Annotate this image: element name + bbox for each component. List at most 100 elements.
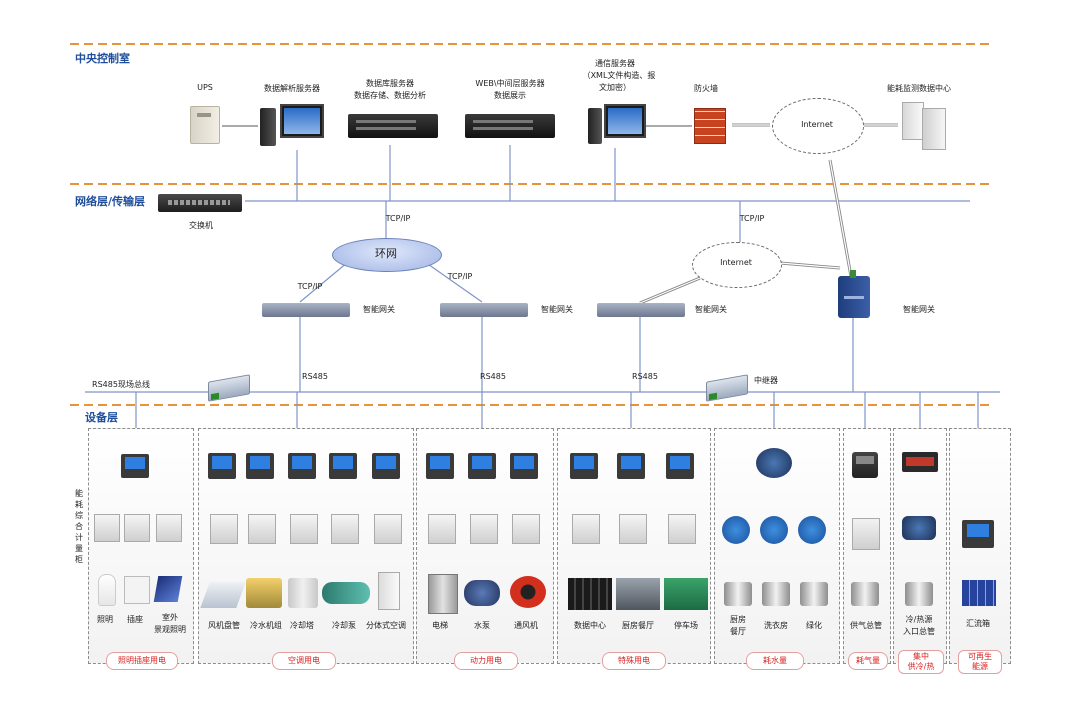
layer-title-central: 中央控制室: [75, 52, 130, 65]
kitchen-icon: [616, 578, 660, 610]
gateway-icon: [262, 303, 350, 317]
socket-icon: [124, 576, 150, 604]
category-badge-special: 特殊用电: [602, 652, 666, 670]
category-badge-renew: 可再生能源: [958, 650, 1002, 674]
device-label: 冷/热源: [905, 615, 933, 624]
gas-submeter-icon: [852, 518, 880, 550]
submeter-icon: [668, 514, 696, 544]
db-server-sublabel: 数据存储、数据分析: [354, 91, 426, 100]
device-label: 供气总管: [850, 621, 882, 630]
category-badge-power: 动力用电: [454, 652, 518, 670]
db-server-label: 数据库服务器: [366, 79, 414, 88]
submeter-icon: [94, 514, 120, 542]
meter-icon: [666, 453, 694, 479]
chiller-icon: [246, 578, 282, 608]
device-label: 通风机: [514, 621, 538, 630]
submeter-icon: [572, 514, 600, 544]
water-pump-icon: [464, 580, 500, 606]
rs485-label: RS485: [480, 372, 506, 381]
category-badge-water: 耗水量: [746, 652, 804, 670]
tcpip-label: TCP/IP: [739, 214, 765, 223]
device-label: 数据中心: [574, 621, 606, 630]
internet-mid-label: Internet: [720, 258, 752, 267]
pipe-icon: [762, 582, 790, 606]
firewall-icon: [694, 108, 726, 144]
device-label: 室外: [162, 613, 178, 622]
category-badge-gas: 耗气量: [848, 652, 888, 670]
device-label: 照明: [97, 615, 113, 624]
ring-network-label: 环网: [375, 247, 397, 260]
layer-title-device: 设备层: [85, 411, 118, 424]
comm-server-label: 通信服务器: [595, 59, 635, 68]
submeter-icon: [124, 514, 150, 542]
meter-icon: [288, 453, 316, 479]
ventilator-icon: [510, 576, 546, 608]
ups-icon: [190, 106, 220, 144]
ring-network-icon: [332, 238, 442, 272]
parse-server-label: 数据解析服务器: [264, 84, 320, 93]
landscape-light-icon: [153, 576, 183, 602]
submeter-icon: [619, 514, 647, 544]
switch-icon: [158, 194, 242, 212]
tcpip-label: TCP/IP: [447, 272, 473, 281]
gateway-label: 智能网关: [903, 305, 935, 314]
pipe-icon: [724, 582, 752, 606]
flow-meter-icon: [902, 516, 936, 540]
web-server-label: WEB\中间层服务器: [475, 79, 545, 88]
comm-server-sublabel-2: 文加密）: [599, 83, 631, 92]
water-meter-icon: [760, 516, 788, 544]
pc-tower-icon: [588, 108, 602, 144]
meter-icon: [208, 453, 236, 479]
submeter-icon: [290, 514, 318, 544]
repeater-label: 中继器: [754, 376, 778, 385]
category-badge-lighting: 照明插座用电: [106, 652, 178, 670]
device-label: 冷却泵: [332, 621, 356, 630]
firewall-label: 防火墙: [694, 84, 718, 93]
monitor-icon: [280, 104, 324, 138]
rs485-bus-label: RS485现场总线: [92, 380, 150, 389]
submeter-icon: [210, 514, 238, 544]
tcpip-label: TCP/IP: [297, 282, 323, 291]
device-label: 水泵: [474, 621, 490, 630]
cooling-tower-icon: [288, 578, 318, 608]
internet-cloud-mid: [692, 242, 782, 288]
category-badge-heat: 集中供冷/热: [898, 650, 944, 674]
rs485-label: RS485: [632, 372, 658, 381]
solar-panel-icon: [962, 580, 996, 606]
device-label: 冷却塔: [290, 621, 314, 630]
device-label: 冷水机组: [250, 621, 282, 630]
web-server-sublabel: 数据展示: [494, 91, 526, 100]
parking-icon: [664, 578, 708, 610]
device-label: 入口总管: [903, 627, 935, 636]
device-label: 插座: [127, 615, 143, 624]
submeter-icon: [512, 514, 540, 544]
rack-server-icon: [348, 114, 438, 138]
device-label: 停车场: [674, 621, 698, 630]
device-label: 厨房: [730, 615, 746, 624]
data-center-icon: [902, 102, 924, 140]
device-label: 电梯: [432, 621, 448, 630]
pipe-icon: [905, 582, 933, 606]
gas-meter-icon: [852, 452, 878, 478]
meter-icon: [617, 453, 645, 479]
layer-title-network: 网络层/传输层: [75, 195, 146, 208]
pipe-icon: [800, 582, 828, 606]
device-label: 分体式空调: [366, 621, 406, 630]
tcpip-label: TCP/IP: [385, 214, 411, 223]
meter-icon: [329, 453, 357, 479]
gateway-icon: [597, 303, 685, 317]
monitor-icon: [604, 104, 646, 138]
gateway-box-icon: [838, 270, 870, 318]
light-bulb-icon: [98, 574, 116, 606]
category-badge-ac: 空调用电: [272, 652, 336, 670]
device-label: 绿化: [806, 621, 822, 630]
submeter-icon: [156, 514, 182, 542]
gateway-icon: [440, 303, 528, 317]
data-center-icon-2: [922, 108, 946, 150]
rack-server-icon: [465, 114, 555, 138]
rs485-label: RS485: [302, 372, 328, 381]
pump-icon: [322, 582, 370, 604]
cabinet-vertical-label: 能耗综合计量柜: [75, 489, 83, 564]
gateway-label: 智能网关: [541, 305, 573, 314]
meter-icon: [426, 453, 454, 479]
